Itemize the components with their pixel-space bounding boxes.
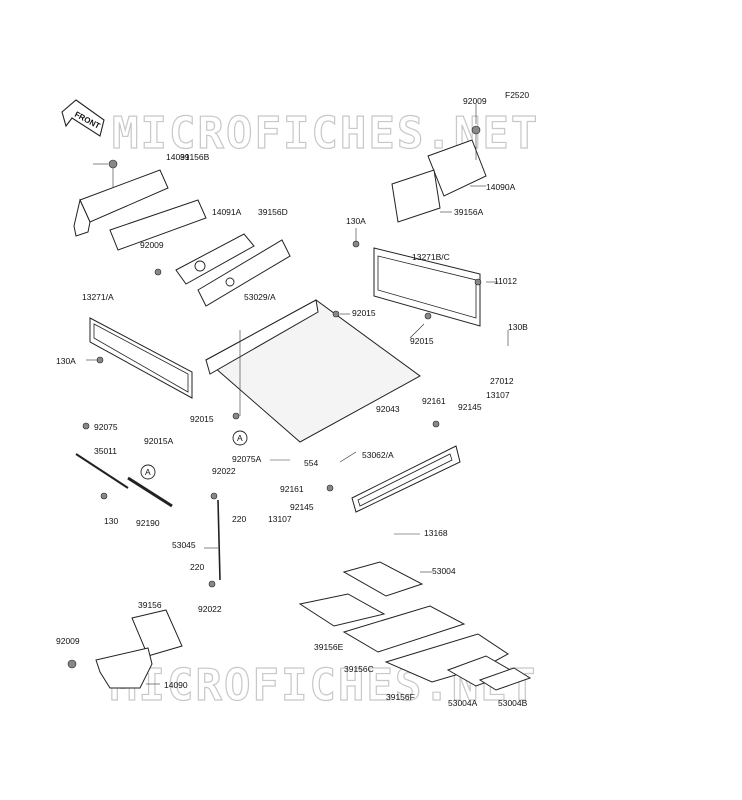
pad-39156 xyxy=(131,609,183,657)
part-label: 92015A xyxy=(144,436,174,446)
part-label: 92161 xyxy=(280,484,304,494)
bracket-14091A xyxy=(154,233,255,285)
part-label: 92022 xyxy=(212,466,236,476)
part-label: 554 xyxy=(304,458,318,468)
part-label: 53062/A xyxy=(362,450,394,460)
part-label: 92015 xyxy=(410,336,434,346)
part-label: 92043 xyxy=(376,404,400,414)
part-label: 130B xyxy=(508,322,528,332)
part-label: 92015 xyxy=(352,308,376,318)
part-label: 220 xyxy=(190,562,204,572)
part-label: 130A xyxy=(56,356,76,366)
part-label: 39156E xyxy=(314,642,344,652)
rod-92190 xyxy=(127,476,173,508)
part-label: 13107 xyxy=(268,514,292,524)
pad-39156F xyxy=(384,633,509,683)
part-label: 92190 xyxy=(136,518,160,528)
part-label: 14090 xyxy=(164,680,188,690)
part-label: 92009 xyxy=(56,636,80,646)
cover-14091 xyxy=(73,159,169,237)
gate-13271A xyxy=(89,317,193,399)
part-label: 39156B xyxy=(180,152,210,162)
gate-13271BC xyxy=(352,240,482,327)
part-label: 14090A xyxy=(486,182,516,192)
bracket-14090 xyxy=(67,647,153,689)
part-label: 130A xyxy=(346,216,366,226)
cable-53045 xyxy=(208,492,221,588)
part-label: 220 xyxy=(232,514,246,524)
part-label: 53029/A xyxy=(244,292,276,302)
bracket-14090A xyxy=(427,125,487,197)
part-label: 92009 xyxy=(463,96,487,106)
pad-39156B xyxy=(109,199,207,251)
ref-marker-a-2 xyxy=(140,464,156,480)
part-label: 13271/A xyxy=(82,292,114,302)
ref-marker-a xyxy=(232,430,248,446)
part-label: 92145 xyxy=(458,402,482,412)
mat-53004B xyxy=(478,667,532,691)
part-label: 35011 xyxy=(94,446,117,456)
pad-39156E xyxy=(298,593,386,627)
figure-code: F2520 xyxy=(505,90,529,100)
part-label: 39156C xyxy=(344,664,374,674)
part-label: 13107 xyxy=(486,390,510,400)
part-label: 92145 xyxy=(290,502,314,512)
bed-53029A xyxy=(205,299,432,443)
part-label: 53004A xyxy=(448,698,478,708)
part-label: 92015 xyxy=(190,414,214,424)
ref-marker-a-label: A xyxy=(237,433,243,443)
part-label: 92022 xyxy=(198,604,222,614)
front-arrow-icon: FRONT xyxy=(61,99,105,137)
pad-39156A xyxy=(391,169,441,223)
part-label: 130 xyxy=(104,516,118,526)
part-label: 11012 xyxy=(494,276,517,286)
ref-marker-a-2-label: A xyxy=(145,467,151,477)
part-label: 92075A xyxy=(232,454,262,464)
part-label: 53004B xyxy=(498,698,528,708)
part-label: 53004 xyxy=(432,566,456,576)
part-label: 92161 xyxy=(422,396,446,406)
part-label: 14091 xyxy=(166,152,190,162)
part-label: 39156 xyxy=(138,600,162,610)
pad-39156D xyxy=(197,239,291,307)
part-label: 53045 xyxy=(172,540,196,550)
part-label: 27012 xyxy=(490,376,514,386)
part-label: 39156D xyxy=(258,207,288,217)
part-label: 14091A xyxy=(212,207,242,217)
part-label: 92009 xyxy=(140,240,164,250)
part-label: 39156F xyxy=(386,692,415,702)
tailgate-53062A xyxy=(326,420,461,513)
link-35011 xyxy=(75,422,129,500)
part-label: 13168 xyxy=(424,528,448,538)
part-label: 13271B/C xyxy=(412,252,450,262)
part-label: 92075 xyxy=(94,422,118,432)
pad-39156C xyxy=(342,605,466,653)
part-label: 39156A xyxy=(454,207,484,217)
mat-53004 xyxy=(342,561,424,597)
